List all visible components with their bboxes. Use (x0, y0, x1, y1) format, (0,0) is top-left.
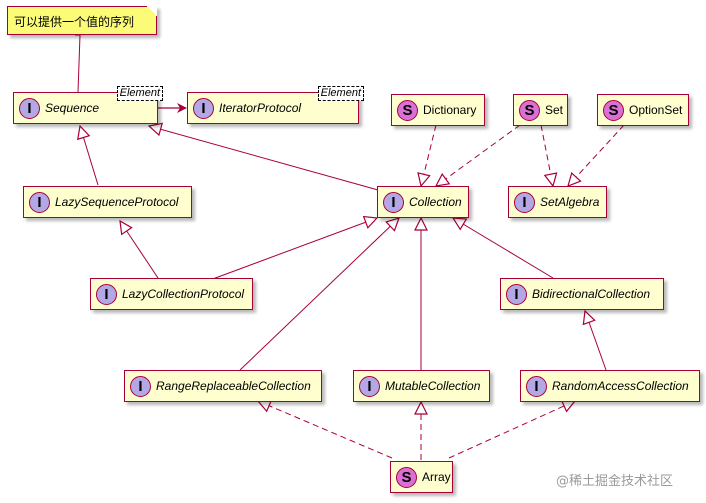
node-bidirectional-collection[interactable]: I BidirectionalCollection (500, 278, 664, 310)
edge-array-randomaccess (448, 401, 575, 459)
edge-dictionary-collection (421, 124, 437, 186)
edge-lazycoll-lazyseq (120, 221, 159, 279)
edge-rangereplaceable-collection (239, 218, 399, 371)
edge-set-collection (436, 124, 521, 186)
watermark: @稀土掘金技术社区 (556, 474, 674, 489)
interface-icon: I (130, 375, 151, 397)
edge-collection-sequence (149, 126, 379, 191)
node-iterator-protocol[interactable]: I IteratorProtocol Element (187, 86, 364, 124)
node-set-algebra[interactable]: I SetAlgebra (508, 186, 607, 218)
node-option-set[interactable]: S OptionSet (597, 94, 689, 126)
struct-icon: S (519, 99, 540, 121)
interface-icon: I (96, 283, 117, 305)
node-label: MutableCollection (385, 379, 481, 393)
interface-icon: I (193, 97, 214, 119)
struct-icon: S (397, 99, 418, 121)
node-lazy-collection-protocol[interactable]: I LazyCollectionProtocol (90, 278, 253, 310)
interface-icon: I (526, 375, 547, 397)
edge-array-rangereplaceable (258, 401, 393, 459)
interface-icon: I (29, 191, 50, 213)
node-label: RandomAccessCollection (552, 379, 689, 393)
node-range-replaceable-collection[interactable]: I RangeReplaceableCollection (124, 370, 322, 402)
note-fold-corner (147, 6, 157, 16)
node-sequence[interactable]: I Sequence Element (13, 86, 163, 124)
node-label: Dictionary (423, 103, 477, 117)
interface-icon: I (506, 283, 527, 305)
node-label: OptionSet (629, 103, 683, 117)
node-label: LazyCollectionProtocol (122, 287, 245, 301)
node-label: BidirectionalCollection (532, 287, 651, 301)
edge-set-setalgebra (540, 124, 553, 186)
struct-icon: S (396, 466, 417, 488)
node-collection[interactable]: I Collection (377, 186, 469, 218)
node-label: LazySequenceProtocol (55, 195, 179, 209)
node-mutable-collection[interactable]: I MutableCollection (353, 370, 490, 402)
sequence-note: 可以提供一个值的序列 (7, 6, 157, 35)
interface-icon: I (383, 191, 404, 213)
node-set[interactable]: S Set (513, 94, 568, 126)
edge-lazycoll-collection (209, 218, 377, 281)
node-dictionary[interactable]: S Dictionary (391, 94, 485, 126)
node-label: Sequence (45, 101, 100, 115)
node-label: Array (422, 470, 451, 484)
node-label: Set (545, 103, 564, 117)
node-random-access-collection[interactable]: I RandomAccessCollection (520, 370, 700, 402)
edge-lazyseq-sequence (80, 126, 99, 186)
node-lazy-sequence-protocol[interactable]: I LazySequenceProtocol (23, 186, 192, 218)
edge-randomaccess-bidirectional (585, 311, 607, 371)
note-text: 可以提供一个值的序列 (14, 15, 135, 29)
node-array[interactable]: S Array (390, 461, 453, 493)
struct-icon: S (603, 99, 624, 121)
interface-icon: I (514, 191, 535, 213)
generic-parameter: Element (116, 86, 163, 101)
node-label: SetAlgebra (540, 195, 600, 209)
edge-optionset-setalgebra (568, 124, 625, 186)
node-label: IteratorProtocol (219, 101, 302, 115)
interface-icon: I (359, 375, 380, 397)
node-label: RangeReplaceableCollection (156, 379, 311, 393)
node-label: Collection (409, 195, 462, 209)
interface-icon: I (19, 97, 40, 119)
generic-parameter: Element (317, 86, 364, 101)
edge-bidirectional-collection (453, 218, 554, 279)
